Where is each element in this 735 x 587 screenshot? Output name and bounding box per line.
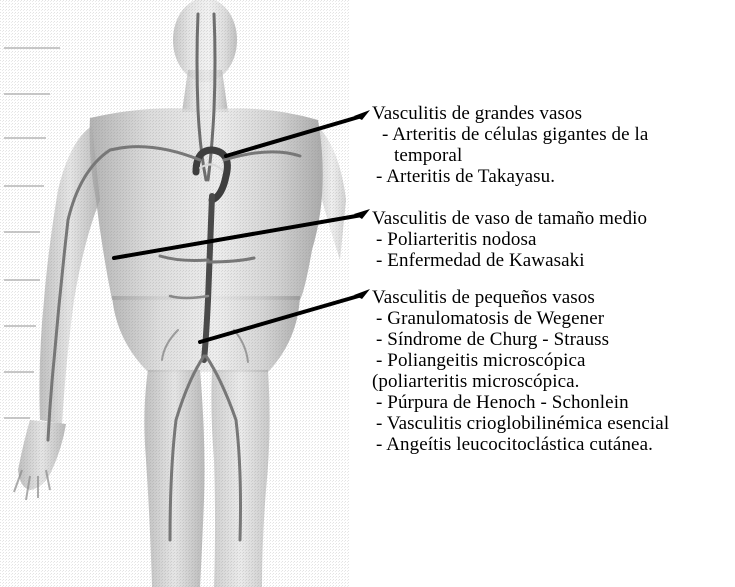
group-heading: Vasculitis de grandes vasos	[372, 103, 648, 124]
group-item: - Vasculitis crioglobilinémica esencial	[372, 413, 669, 434]
group-item: - Arteritis de Takayasu.	[372, 166, 648, 187]
group-heading: Vasculitis de pequeños vasos	[372, 287, 669, 308]
vasculitis-group-medium-vessels: Vasculitis de vaso de tamaño medio - Pol…	[372, 208, 647, 271]
group-item: - Poliangeitis microscópica	[372, 350, 669, 371]
group-item: - Granulomatosis de Wegener	[372, 308, 669, 329]
group-item: - Angeítis leucocitoclástica cutánea.	[372, 434, 669, 455]
group-item: - Enfermedad de Kawasaki	[372, 250, 647, 271]
group-item: (poliarteritis microscópica.	[372, 371, 669, 392]
group-item: - Poliarteritis nodosa	[372, 229, 647, 250]
group-item: - Púrpura de Henoch - Schonlein	[372, 392, 669, 413]
group-item: - Síndrome de Churg - Strauss	[372, 329, 669, 350]
group-item: - Arteritis de células gigantes de la	[372, 124, 648, 145]
vasculitis-group-small-vessels: Vasculitis de pequeños vasos - Granuloma…	[372, 287, 669, 455]
group-heading: Vasculitis de vaso de tamaño medio	[372, 208, 647, 229]
body-silhouette	[0, 0, 350, 587]
group-item: temporal	[372, 145, 648, 166]
vasculitis-group-large-vessels: Vasculitis de grandes vasos - Arteritis …	[372, 103, 648, 187]
